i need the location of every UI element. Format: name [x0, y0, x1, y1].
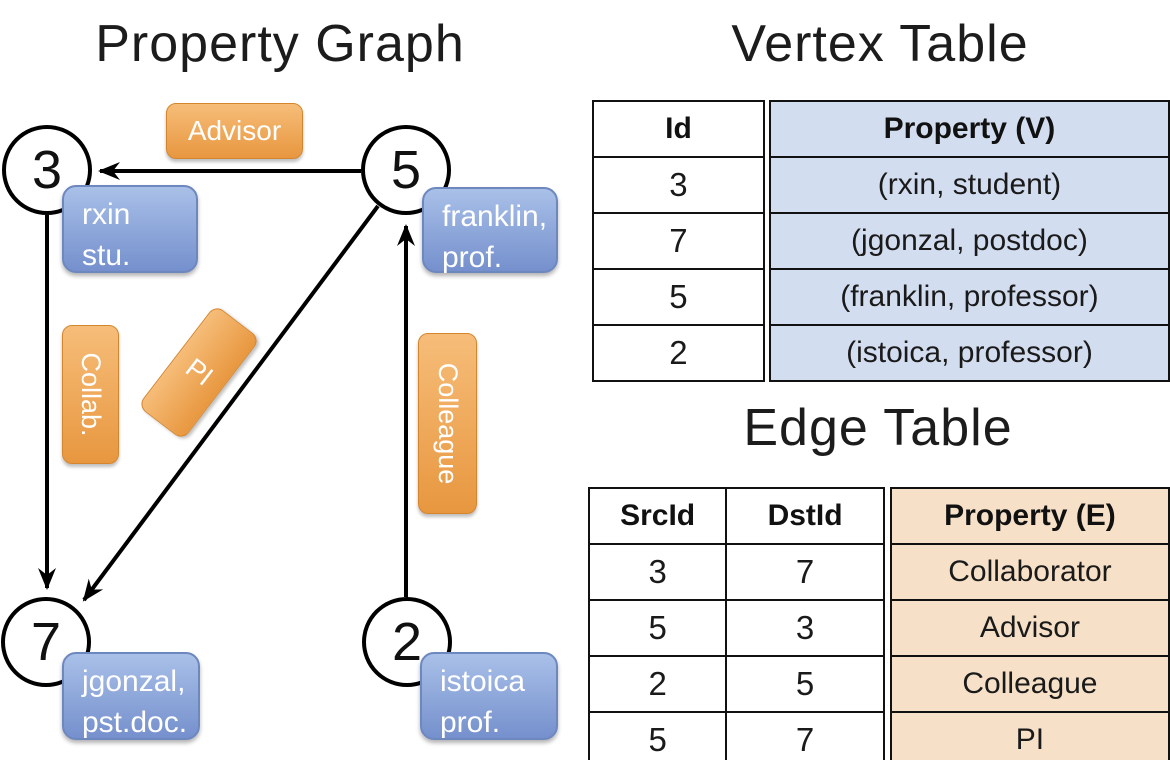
edge-table-cell-dst-3: 7 — [725, 711, 885, 760]
edge-table-cell-dst-0: 7 — [725, 543, 885, 601]
property-graph-panel: Property Graph 3 5 7 2 Advisor Collab. P… — [1, 15, 558, 740]
edge-table-cell-dst-1: 3 — [725, 599, 885, 657]
vertex-property-box-5-line1: franklin, — [442, 200, 548, 233]
vertex-property-box-5: franklin, prof. — [422, 187, 558, 274]
edge-pi-5-to-7 — [82, 204, 380, 602]
edge-table-cell-property-1: Advisor — [889, 599, 1170, 657]
edge-label-advisor: Advisor — [166, 103, 303, 159]
edge-table-header-property: Property (E) — [889, 487, 1170, 545]
vertex-table-header-id: Id — [592, 100, 765, 158]
edge-label-colleague: Colleague — [418, 333, 477, 514]
edge-label-collaborator-text: Collab. — [76, 352, 106, 437]
vertex-table-id-column: Id 3 7 5 2 — [592, 100, 765, 382]
vertex-property-box-2-line1: istoica — [440, 665, 526, 698]
vertex-table-header-property: Property (V) — [768, 100, 1170, 158]
vertex-property-box-2: istoica prof. — [420, 652, 558, 740]
edge-table-id-columns: SrcId DstId 3 7 5 3 2 5 5 7 — [587, 487, 885, 760]
property-graph-title: Property Graph — [95, 15, 465, 73]
vertex-table-cell-id-0: 3 — [592, 156, 765, 214]
vertex-table-cell-property-0: (rxin, student) — [768, 156, 1170, 214]
vertex-node-2-id: 2 — [391, 612, 423, 672]
vertex-table-cell-property-3: (istoica, professor) — [768, 324, 1170, 382]
edge-table: SrcId DstId 3 7 5 3 2 5 5 7 Property (E)… — [587, 487, 1170, 760]
edge-table-property-column: Property (E) Collaborator Advisor Collea… — [889, 487, 1170, 760]
edge-table-title: Edge Table — [743, 399, 1013, 457]
vertex-node-3-id: 3 — [31, 140, 63, 200]
edge-label-colleague-text: Colleague — [433, 362, 463, 485]
vertex-property-box-5-line2: prof. — [442, 240, 503, 274]
edge-table-cell-src-3: 5 — [587, 711, 728, 760]
vertex-node-2: 2 — [362, 597, 452, 687]
edge-table-header-dstid: DstId — [725, 487, 885, 545]
vertex-table-cell-property-2: (franklin, professor) — [768, 268, 1170, 326]
vertex-property-box-2-line2: prof. — [440, 705, 501, 739]
vertex-table-cell-id-1: 7 — [592, 212, 765, 270]
vertex-table: Id 3 7 5 2 Property (V) (rxin, student) … — [592, 100, 1170, 382]
edge-table-cell-property-3: PI — [889, 711, 1170, 760]
edge-table-cell-property-2: Colleague — [889, 655, 1170, 713]
edge-label-collaborator: Collab. — [62, 325, 119, 464]
graph-edges-layer — [38, 162, 415, 602]
edge-table-cell-src-1: 5 — [587, 599, 728, 657]
vertex-node-7-id: 7 — [30, 612, 62, 672]
vertex-table-cell-id-2: 5 — [592, 268, 765, 326]
edge-table-cell-property-0: Collaborator — [889, 543, 1170, 601]
edge-table-cell-dst-2: 5 — [725, 655, 885, 713]
vertex-property-box-7: jgonzal, pst.doc. — [62, 652, 200, 740]
vertex-table-cell-id-3: 2 — [592, 324, 765, 382]
vertex-table-property-column: Property (V) (rxin, student) (jgonzal, p… — [768, 100, 1170, 382]
vertex-table-cell-property-1: (jgonzal, postdoc) — [768, 212, 1170, 270]
vertex-property-box-7-line2: pst.doc. — [82, 705, 188, 739]
edge-table-cell-src-2: 2 — [587, 655, 728, 713]
vertex-table-title: Vertex Table — [731, 15, 1029, 73]
edge-label-advisor-text: Advisor — [187, 115, 282, 146]
vertex-property-box-3: rxin stu. — [62, 185, 198, 273]
edge-table-header-srcid: SrcId — [587, 487, 728, 545]
vertex-property-box-3-line2: stu. — [82, 238, 131, 272]
vertex-property-box-3-line1: rxin — [82, 198, 131, 231]
edge-table-cell-src-0: 3 — [587, 543, 728, 601]
vertex-node-5-id: 5 — [390, 140, 422, 200]
vertex-property-box-7-line1: jgonzal, — [82, 665, 186, 698]
vertex-node-5: 5 — [361, 125, 451, 215]
